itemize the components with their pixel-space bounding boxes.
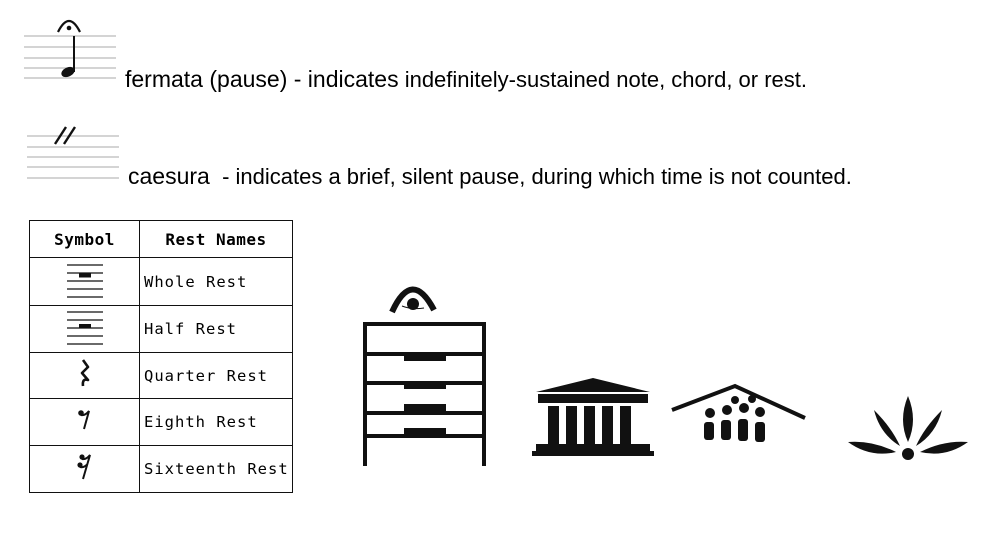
burst-icon <box>848 396 968 460</box>
rest-table: Symbol Rest Names Whole Rest Half Rest Q… <box>29 220 293 493</box>
rest-illustrations <box>363 286 968 466</box>
whole-rest-icon <box>66 263 103 298</box>
eighth-rest-icon <box>77 410 90 430</box>
rest-name: Sixteenth Rest <box>139 445 293 493</box>
fermata-staff-icon <box>24 19 116 79</box>
rest-name: Half Rest <box>139 305 293 353</box>
fermata-drawers-icon <box>363 286 486 466</box>
table-row: Eighth Rest <box>29 398 293 446</box>
table-row: Quarter Rest <box>29 352 293 399</box>
table-row: Sixteenth Rest <box>29 445 293 493</box>
caesura-description: - indicates a brief, silent pause, durin… <box>222 164 852 189</box>
table-row: Whole Rest <box>29 257 293 306</box>
fermata-description: indefinitely-sustained note, chord, or r… <box>398 67 808 92</box>
caesura-term: caesura <box>128 163 210 189</box>
rest-name: Eighth Rest <box>139 398 293 446</box>
sixteenth-rest-icon <box>76 454 91 480</box>
header-symbol: Symbol <box>29 220 140 258</box>
people-under-roof-icon <box>671 383 806 442</box>
caesura-staff-icon <box>27 126 119 179</box>
rest-name: Whole Rest <box>139 257 293 306</box>
caesura-definition: caesura - indicates a brief, silent paus… <box>128 163 852 190</box>
header-rest-names: Rest Names <box>139 220 293 258</box>
quarter-rest-icon <box>80 358 89 386</box>
rest-name: Quarter Rest <box>139 352 293 399</box>
fermata-term: fermata (pause) - indicates <box>125 66 399 92</box>
fermata-definition: fermata (pause) - indicates indefinitely… <box>125 66 807 93</box>
half-rest-icon <box>66 311 103 345</box>
temple-icon <box>532 378 654 456</box>
table-row: Half Rest <box>29 305 293 353</box>
